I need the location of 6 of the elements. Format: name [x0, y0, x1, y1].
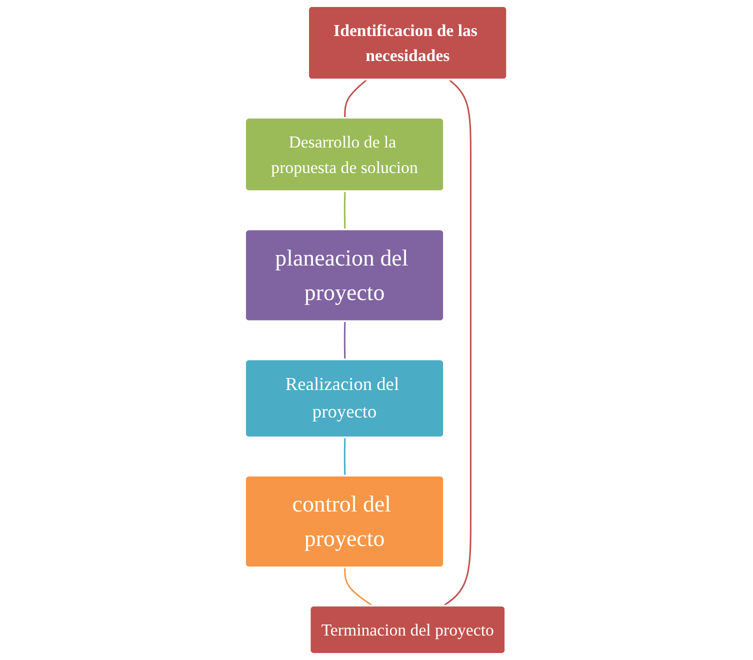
connector: [344, 192, 346, 230]
connector: [344, 438, 346, 476]
connector: [443, 79, 472, 607]
connector: [344, 79, 368, 118]
connector: [344, 568, 374, 607]
connector: [344, 322, 346, 360]
